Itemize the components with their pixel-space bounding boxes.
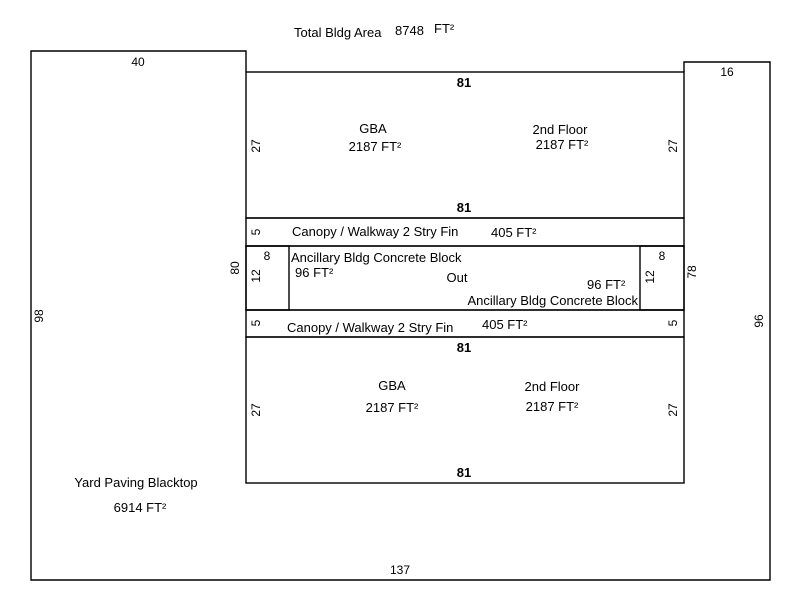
anc-right-dim-h: 12 xyxy=(643,270,657,284)
anc-right-dim-w: 8 xyxy=(659,249,666,263)
canopy-bottom-label: Canopy / Walkway 2 Stry Fin xyxy=(287,320,453,335)
upper-gba-label: GBA xyxy=(359,121,387,136)
yard-outline xyxy=(30,50,771,581)
anc-left-dim-h: 12 xyxy=(249,269,263,283)
lower-block-outline xyxy=(245,336,685,484)
canopy-top-dim-left: 5 xyxy=(249,228,263,235)
total-bldg-area-label: Total Bldg Area xyxy=(294,25,382,40)
upper-2nd-floor-area: 2187 FT² xyxy=(536,137,589,152)
upper-dim-right: 27 xyxy=(666,139,680,153)
yard-label: Yard Paving Blacktop xyxy=(74,475,197,490)
lower-dim-top: 81 xyxy=(457,340,471,355)
upper-dim-bottom: 81 xyxy=(457,200,471,215)
yard-dim-top: 40 xyxy=(131,55,145,69)
yard-dim-bottom: 137 xyxy=(390,563,410,577)
canopy-bottom-dim-right: 5 xyxy=(666,319,680,326)
upper-block-outline xyxy=(245,71,685,219)
anc-left-label: Ancillary Bldg Concrete Block xyxy=(291,250,462,265)
yard-area: 6914 FT² xyxy=(114,500,167,515)
middle-dim-left: 80 xyxy=(228,261,242,275)
anc-left-area: 96 FT² xyxy=(295,265,334,280)
upper-dim-top: 81 xyxy=(457,75,471,90)
total-bldg-area-unit: FT² xyxy=(434,21,455,36)
lower-gba-label: GBA xyxy=(378,378,406,393)
total-bldg-area-value: 8748 xyxy=(395,23,424,38)
upper-gba-area: 2187 FT² xyxy=(349,139,402,154)
middle-dim-right: 78 xyxy=(685,265,699,279)
lower-2nd-floor-area: 2187 FT² xyxy=(526,399,579,414)
canopy-top-label: Canopy / Walkway 2 Stry Fin xyxy=(292,224,458,239)
upper-dim-left: 27 xyxy=(249,139,263,153)
anc-right-label: Ancillary Bldg Concrete Block xyxy=(467,293,638,308)
anc-left-dim-w: 8 xyxy=(264,249,271,263)
lower-dim-bottom: 81 xyxy=(457,465,471,480)
yard-dim-right: 96 xyxy=(752,314,766,328)
lower-dim-right: 27 xyxy=(666,403,680,417)
upper-2nd-floor-label: 2nd Floor xyxy=(533,122,589,137)
canopy-bottom-area: 405 FT² xyxy=(482,317,528,332)
out-label: Out xyxy=(447,270,468,285)
canopy-top-area: 405 FT² xyxy=(491,225,537,240)
anc-right-area: 96 FT² xyxy=(587,277,626,292)
yard-dim-right-top: 16 xyxy=(720,65,734,79)
lower-dim-left: 27 xyxy=(249,403,263,417)
lower-2nd-floor-label: 2nd Floor xyxy=(525,379,581,394)
canopy-bottom-dim-left: 5 xyxy=(249,319,263,326)
yard-dim-left: 98 xyxy=(32,309,46,323)
lower-gba-area: 2187 FT² xyxy=(366,400,419,415)
